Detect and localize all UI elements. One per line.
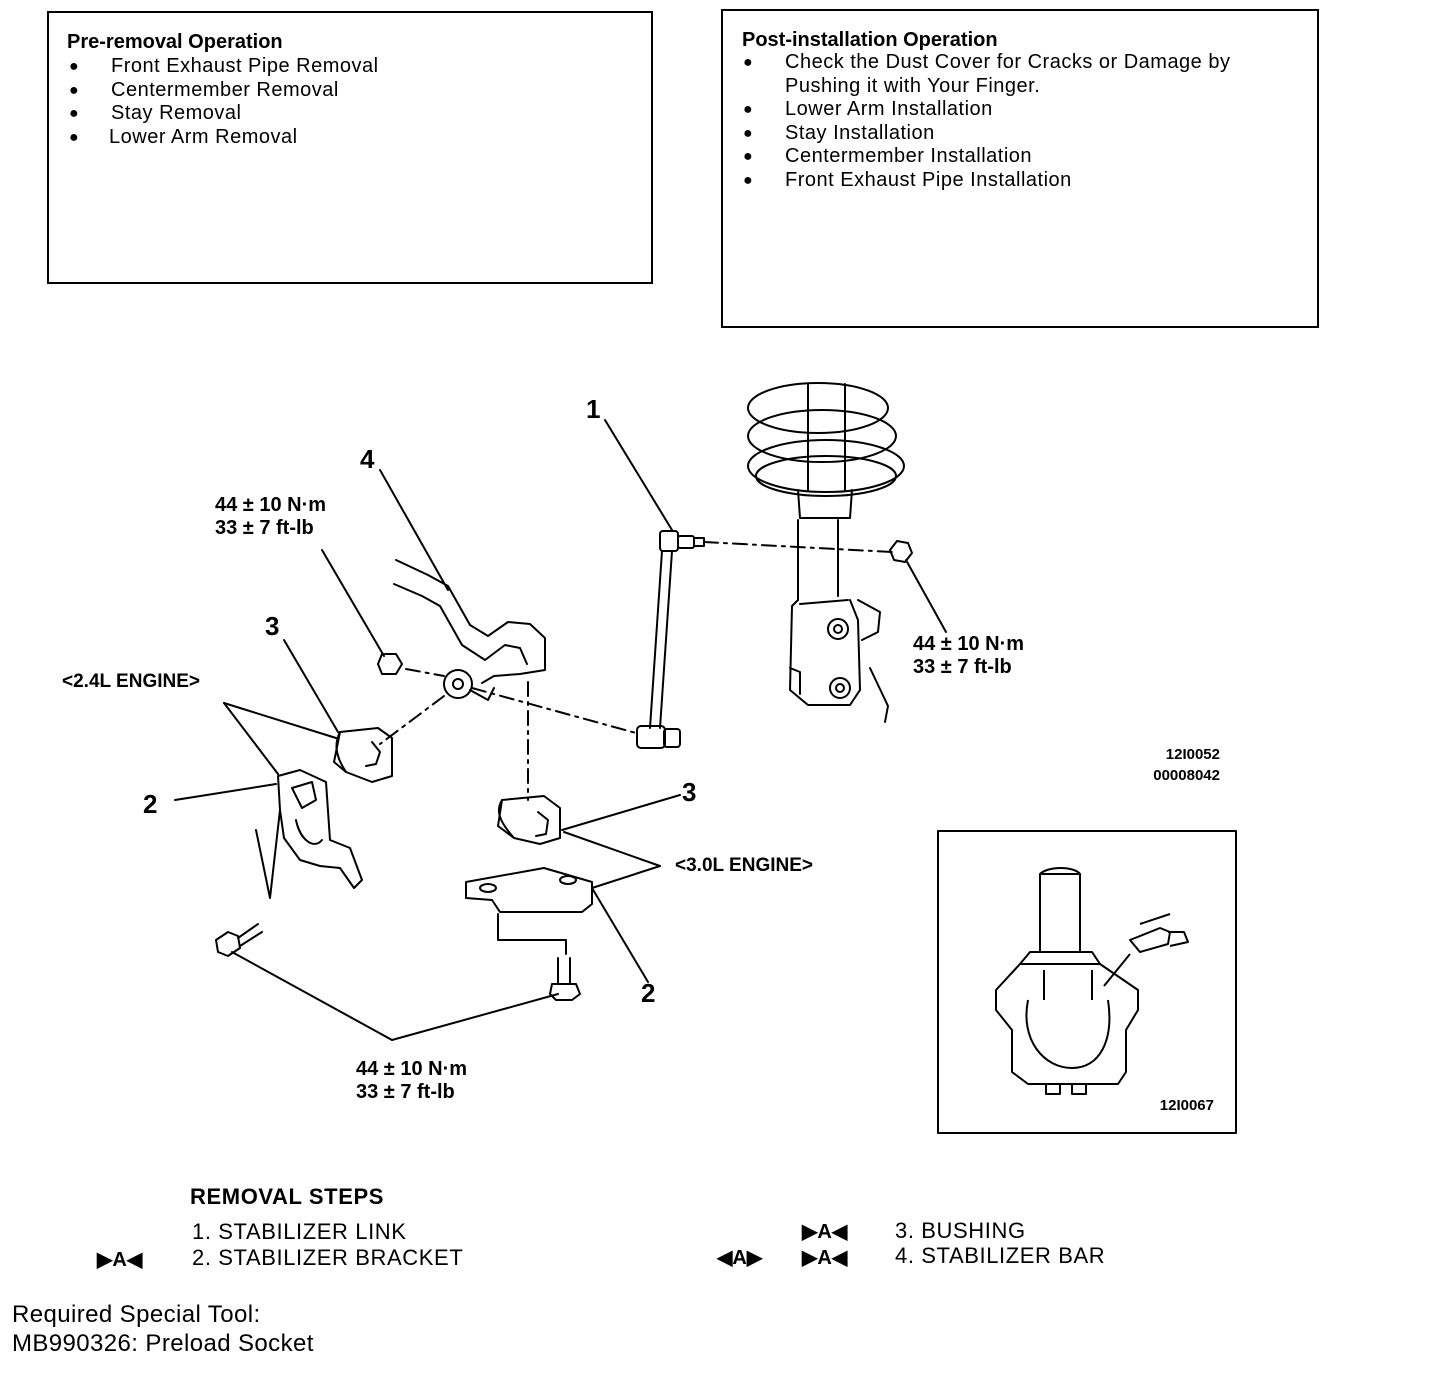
torque-spec-bar-nut: 44 ± 10 N·m 33 ± 7 ft-lb — [215, 494, 327, 539]
list-item: ●Lower Arm Removal — [69, 125, 298, 148]
bullet-icon: ● — [69, 81, 80, 99]
removal-step-2: 2. STABILIZER BRACKET — [192, 1245, 464, 1270]
bullet-icon: ● — [743, 101, 754, 118]
figure-code-main: 12I0052 00008042 — [1153, 746, 1220, 784]
bar-nut — [377, 653, 403, 675]
post-installation-list: ●Check the Dust Cover for Cracks or Dama… — [743, 51, 1308, 192]
post-installation-box: Post-installation Operation ●Check the D… — [721, 9, 1319, 328]
list-item: ●Front Exhaust Pipe Removal — [69, 55, 379, 77]
figure-code-inset: 12I0067 — [1159, 1097, 1214, 1114]
list-item: ●Stay Installation — [743, 121, 935, 144]
bullet-icon: ● — [743, 54, 754, 71]
bullet-icon: ● — [69, 58, 80, 75]
bracket-bolt-right — [549, 957, 581, 1001]
dust-cover-inset — [937, 830, 1237, 1134]
bracket-24l-part — [277, 769, 363, 889]
bullet-icon: ● — [69, 105, 80, 122]
list-item: ●Front Exhaust Pipe Installation — [743, 168, 1072, 191]
callout-3-left: 3 — [265, 611, 280, 641]
callout-1: 1 — [586, 394, 601, 424]
removal-step-1: 1. STABILIZER LINK — [192, 1219, 407, 1244]
post-installation-title: Post-installation Operation — [742, 29, 998, 51]
install-mark-step-3: ▶A◀ — [802, 1221, 848, 1243]
callout-2-right: 2 — [641, 978, 656, 1008]
stabilizer-link-part — [636, 530, 893, 749]
bracket-30l-part — [465, 867, 593, 913]
bushing-24l-part — [333, 727, 393, 783]
pre-removal-list: ●Front Exhaust Pipe Removal ●Centermembe… — [69, 55, 629, 149]
list-item: ●Lower Arm Installation — [743, 98, 993, 120]
bushing-30l-part — [497, 795, 561, 845]
pre-removal-box: Pre-removal Operation ●Front Exhaust Pip… — [47, 11, 653, 284]
list-item: ●Centermember Removal — [69, 78, 339, 101]
engine-24l-label: <2.4L ENGINE> — [62, 671, 200, 692]
bracket-bolt-left — [215, 923, 263, 957]
bullet-icon: ● — [69, 128, 80, 146]
bullet-icon: ● — [743, 124, 754, 142]
stabilizer-bar-part — [393, 559, 546, 701]
removal-step-3: 3. BUSHING — [895, 1218, 1026, 1243]
engine-30l-label: <3.0L ENGINE> — [675, 855, 813, 876]
remove-mark-step-4: ◀A▶ — [717, 1247, 763, 1269]
install-mark-step-4: ▶A◀ — [802, 1247, 848, 1269]
bullet-icon: ● — [743, 148, 754, 165]
removal-step-4: 4. STABILIZER BAR — [895, 1243, 1106, 1268]
pre-removal-title: Pre-removal Operation — [67, 31, 283, 53]
list-item: ●Check the Dust Cover for Cracks or Dama… — [743, 51, 1231, 97]
callout-3-right: 3 — [682, 777, 697, 807]
torque-spec-bracket-bolts: 44 ± 10 N·m 33 ± 7 ft-lb — [356, 1058, 468, 1103]
special-tool-note: Required Special Tool: MB990326: Preload… — [12, 1301, 314, 1357]
torque-spec-strut-nut: 44 ± 10 N·m 33 ± 7 ft-lb — [913, 633, 1025, 678]
callout-2-left: 2 — [143, 789, 158, 819]
callout-4: 4 — [360, 444, 375, 474]
strut-assembly — [747, 382, 905, 723]
list-item: ●Stay Removal — [69, 102, 242, 124]
strut-nut — [889, 540, 913, 563]
bullet-icon: ● — [743, 171, 754, 189]
removal-steps-title: REMOVAL STEPS — [190, 1184, 385, 1209]
list-item: ●Centermember Installation — [743, 145, 1033, 167]
install-mark-step-2: ▶A◀ — [97, 1249, 143, 1271]
